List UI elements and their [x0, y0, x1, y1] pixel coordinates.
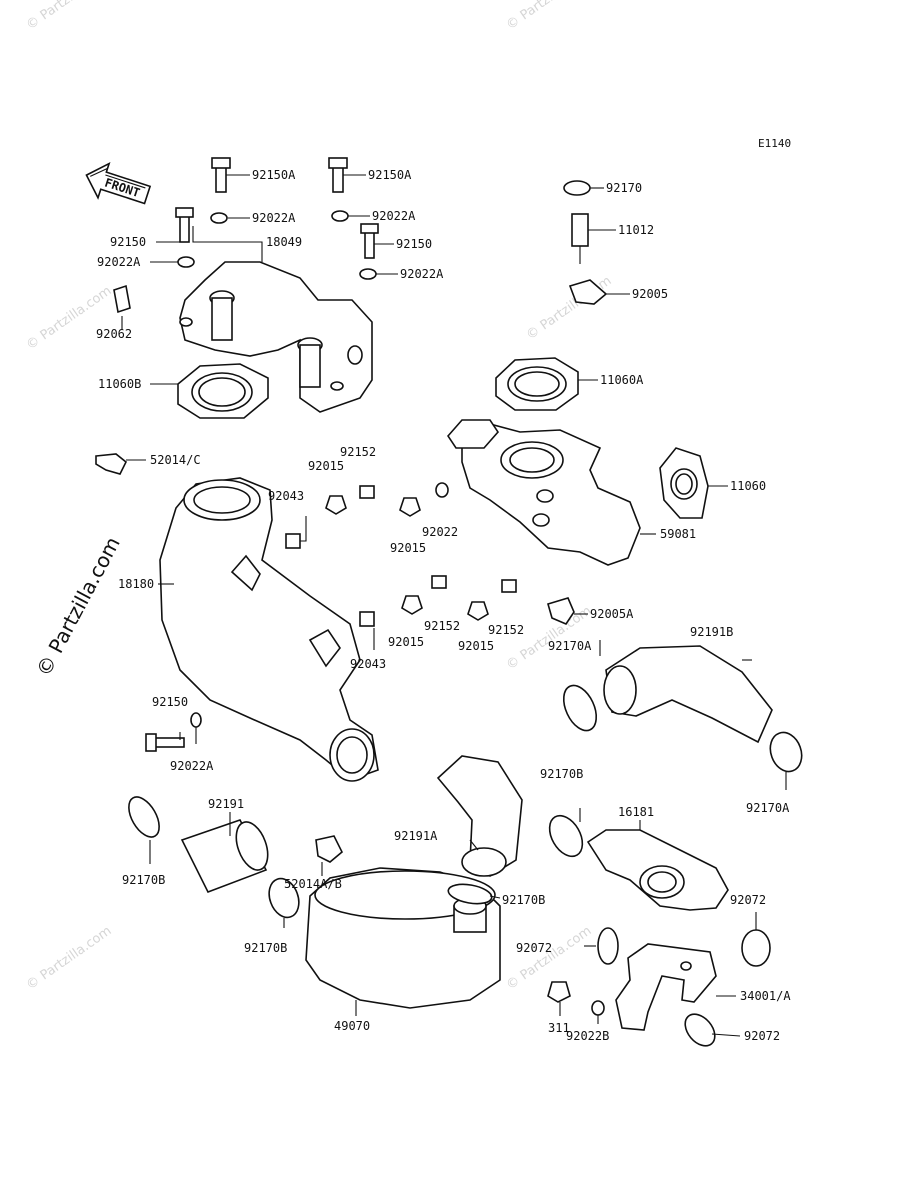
- part-label-92005a[interactable]: 92005A: [590, 607, 634, 621]
- part-label-92150a[interactable]: 92150A: [252, 168, 296, 182]
- leader-lines: [121, 174, 787, 1037]
- part-label-92022a[interactable]: 92022A: [400, 267, 444, 281]
- clamps-illustration: [128, 684, 803, 1047]
- part-label-92191b[interactable]: 92191B: [690, 625, 733, 639]
- part-label-92191a[interactable]: 92191A: [394, 829, 438, 843]
- watermark: © Partzilla.com: [504, 923, 595, 993]
- part-label-49070[interactable]: 49070: [334, 1019, 370, 1033]
- part-label-92152[interactable]: 92152: [424, 619, 460, 633]
- hose-92191a-illustration: [436, 755, 523, 877]
- part-label-11012[interactable]: 11012: [618, 223, 654, 237]
- diagram-code: E1140: [758, 137, 791, 150]
- part-label-92170a[interactable]: 92170A: [548, 639, 592, 653]
- part-label-34001a[interactable]: 34001/A: [740, 989, 791, 1003]
- part-label-18180[interactable]: 18180: [118, 577, 154, 591]
- part-label-92015[interactable]: 92015: [458, 639, 494, 653]
- watermark: © Partzilla.com: [24, 923, 115, 993]
- part-label-92150[interactable]: 92150: [396, 237, 432, 251]
- watermark: © Partzilla.com: [524, 273, 615, 343]
- part-label-52014ab[interactable]: 52014A/B: [284, 877, 342, 891]
- part-label-92152[interactable]: 92152: [340, 445, 376, 459]
- part-label-92191[interactable]: 92191: [208, 797, 244, 811]
- expansion-chamber-illustration: [159, 477, 379, 782]
- part-label-311[interactable]: 311: [548, 1021, 570, 1035]
- part-label-92022a[interactable]: 92022A: [252, 211, 296, 225]
- part-labels: 92150A 92150A 92022A 92022A 92150 18049 …: [96, 168, 791, 1043]
- part-label-18049[interactable]: 18049: [266, 235, 302, 249]
- part-label-92015[interactable]: 92015: [390, 541, 426, 555]
- part-label-92043[interactable]: 92043: [350, 657, 386, 671]
- part-label-92170a[interactable]: 92170A: [746, 801, 790, 815]
- part-label-92170b[interactable]: 92170B: [502, 893, 545, 907]
- watermark: © Partzilla.com: [504, 0, 595, 33]
- part-label-92022a[interactable]: 92022A: [372, 209, 416, 223]
- part-label-92150[interactable]: 92150: [110, 235, 146, 249]
- part-label-92022[interactable]: 92022: [422, 525, 458, 539]
- exhaust-pipe-59081-illustration: [446, 419, 641, 566]
- part-label-92170[interactable]: 92170: [606, 181, 642, 195]
- part-label-92062[interactable]: 92062: [96, 327, 132, 341]
- part-label-92170b[interactable]: 92170B: [122, 873, 165, 887]
- gasket-11060a-illustration: [495, 357, 579, 411]
- part-label-92072[interactable]: 92072: [744, 1029, 780, 1043]
- part-label-92152[interactable]: 92152: [488, 623, 524, 637]
- part-label-92022b[interactable]: 92022B: [566, 1029, 609, 1043]
- gasket-11060-illustration: [659, 447, 709, 519]
- part-label-92022a[interactable]: 92022A: [170, 759, 214, 773]
- part-label-92005[interactable]: 92005: [632, 287, 668, 301]
- bracket-34001a-illustration: [615, 943, 717, 1031]
- part-label-59081[interactable]: 59081: [660, 527, 696, 541]
- copyright-text: © Partzilla.com: [31, 533, 125, 681]
- outlet-pipe-16181-illustration: [586, 829, 729, 911]
- exhaust-manifold-illustration: [179, 261, 373, 413]
- muffler-49070-illustration: [305, 867, 501, 1009]
- part-label-11060b[interactable]: 11060B: [98, 377, 141, 391]
- part-label-92170b[interactable]: 92170B: [540, 767, 583, 781]
- part-label-92150a[interactable]: 92150A: [368, 168, 412, 182]
- part-label-92015[interactable]: 92015: [308, 459, 344, 473]
- watermark: © Partzilla.com: [24, 0, 115, 33]
- part-label-92072[interactable]: 92072: [516, 941, 552, 955]
- part-label-92043[interactable]: 92043: [268, 489, 304, 503]
- part-label-92015[interactable]: 92015: [388, 635, 424, 649]
- part-label-11060a[interactable]: 11060A: [600, 373, 644, 387]
- watermark: © Partzilla.com: [24, 283, 115, 353]
- part-label-16181[interactable]: 16181: [618, 805, 654, 819]
- part-label-92150[interactable]: 92150: [152, 695, 188, 709]
- part-label-52014c[interactable]: 52014/C: [150, 453, 201, 467]
- part-label-92072[interactable]: 92072: [730, 893, 766, 907]
- fasteners-illustration: [95, 157, 608, 1016]
- part-label-11060[interactable]: 11060: [730, 479, 766, 493]
- hose-92191-illustration: [180, 819, 269, 894]
- part-label-92170b[interactable]: 92170B: [244, 941, 287, 955]
- front-arrow-icon: FRONT: [85, 161, 152, 205]
- hose-92191b-illustration: [603, 645, 773, 744]
- part-label-92022a[interactable]: 92022A: [97, 255, 141, 269]
- gasket-11060b-illustration: [177, 363, 269, 419]
